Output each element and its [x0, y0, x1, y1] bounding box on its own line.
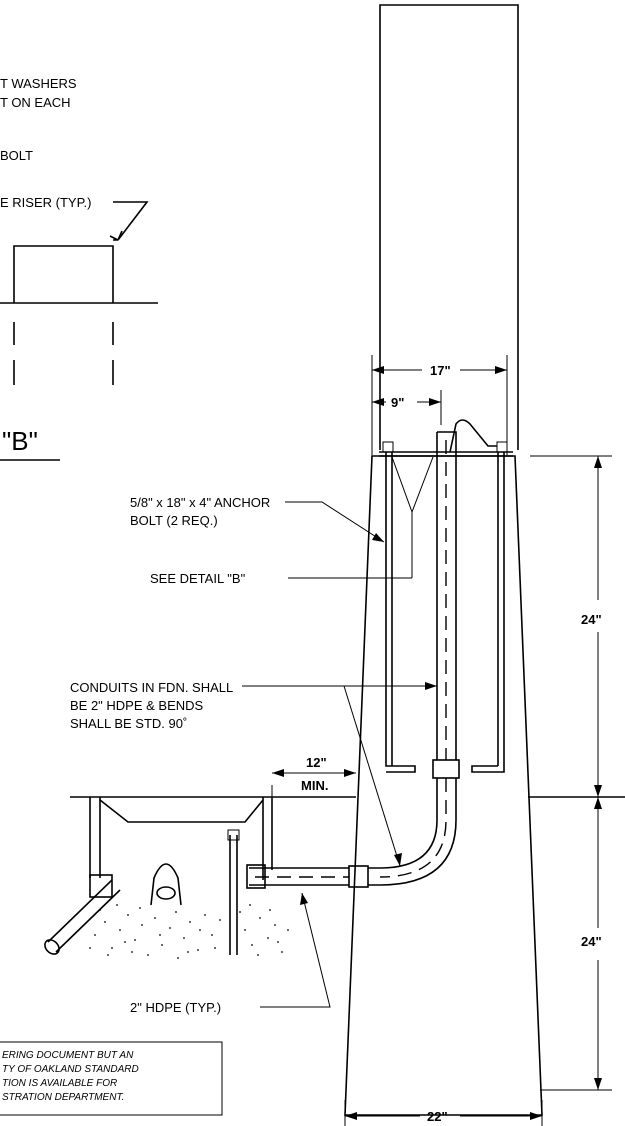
dim-24a-text: 24"	[581, 612, 602, 627]
pull-box-corner	[89, 874, 113, 898]
anchor-label-line1: 5/8" x 18" x 4" ANCHOR	[130, 495, 270, 510]
dimension-top-width: 17"	[371, 355, 508, 455]
anchor-bolt-right-outer	[471, 452, 505, 773]
pull-box-left-wall	[89, 797, 101, 878]
dim-12-text: 12"	[306, 755, 327, 770]
dim-9-arrow-right	[429, 398, 441, 406]
riser-outline	[13, 245, 114, 303]
dim-24b-text: 24"	[581, 934, 602, 949]
dim-9-text: 9"	[391, 395, 404, 410]
dim-12-min-text: MIN.	[301, 778, 328, 793]
washers-label-line1: T WASHERS	[0, 76, 77, 91]
detail-b-fragment: T WASHERS T ON EACH BOLT E RISER (TYP.) …	[0, 76, 158, 461]
ground-rod-clamp	[227, 829, 240, 841]
anchor-bolt-left-outer	[385, 452, 416, 773]
conduit-bend-inner	[368, 778, 438, 869]
riser-leader	[113, 201, 149, 241]
dim-24b-arrow-bottom	[594, 1078, 602, 1090]
washer-hump	[449, 419, 497, 453]
pole-body	[379, 4, 519, 450]
detail-b-title: "B"	[2, 426, 38, 456]
conduits-label-line3: SHALL BE STD. 90˚	[70, 716, 187, 731]
pull-box-hook	[150, 863, 182, 906]
foundation	[344, 419, 543, 1116]
dimension-depths: 24" 24"	[530, 455, 612, 1091]
anchor-nut-right	[496, 441, 508, 453]
note-box	[0, 1041, 223, 1116]
conduits-label-line2: BE 2" HDPE & BENDS	[70, 698, 204, 713]
note-line-2: TY OF OAKLAND STANDARD	[2, 1064, 139, 1075]
conduit	[246, 431, 460, 889]
dim-9-arrow-left	[372, 398, 384, 406]
anchor-nut-left	[382, 441, 394, 453]
conduits-label-line1: CONDUITS IN FDN. SHALL	[70, 680, 233, 695]
dim-24b-arrow-top	[594, 797, 602, 809]
note-line-4: STRATION DEPARTMENT.	[2, 1092, 124, 1103]
dimension-clearance: 12" MIN.	[271, 755, 356, 815]
drain-pipe	[47, 879, 121, 953]
dim-22-arrow-left	[345, 1112, 357, 1120]
hdpe-label: 2" HDPE (TYP.)	[130, 1000, 221, 1015]
riser-label: E RISER (TYP.)	[0, 195, 92, 210]
gravel-bed	[89, 904, 289, 959]
dim-17-text: 17"	[430, 363, 451, 378]
riser-leader-arrow	[109, 230, 123, 241]
conduit-coupling-horizontal	[348, 865, 369, 888]
drain-pipe-end	[44, 939, 60, 955]
conduit-top-right	[437, 431, 457, 760]
detail-b-v	[391, 456, 434, 514]
callouts: 5/8" x 18" x 4" ANCHOR BOLT (2 REQ.) SEE…	[70, 495, 437, 1015]
dimension-base-width: 22"	[344, 1100, 543, 1126]
pull-box	[44, 797, 273, 955]
note-line-1: ERING DOCUMENT BUT AN	[2, 1050, 134, 1061]
hdpe-leader	[260, 892, 331, 1008]
anchor-label-line2: BOLT (2 REQ.)	[130, 513, 218, 528]
anchor-bolts	[385, 452, 505, 773]
conduit-bend-outer	[368, 778, 457, 886]
hdpe-leader-arrow	[300, 893, 308, 905]
conduit-coupling-vertical	[432, 759, 460, 779]
bolt-label: BOLT	[0, 148, 33, 163]
dim-22-arrow-right	[530, 1112, 542, 1120]
note-line-3: TION IS AVAILABLE FOR	[2, 1078, 117, 1089]
dim-24a-arrow-bottom	[594, 785, 602, 797]
dimension-bolt-offset: 9"	[372, 390, 442, 425]
washers-label-line2: T ON EACH	[0, 95, 71, 110]
pull-box-lid	[99, 799, 264, 823]
anchor-leader	[285, 501, 385, 543]
dim-12-arrow-right	[344, 769, 356, 777]
conduits-leader-arrow	[425, 682, 437, 690]
dim-12-arrow-left	[272, 769, 284, 777]
conduits-branch-arrow	[394, 853, 402, 866]
pole-outline	[379, 4, 519, 450]
conduit-end-cap	[246, 864, 266, 889]
dim-17-arrow-left	[372, 366, 384, 374]
conduits-leader-branch	[343, 685, 401, 867]
conduit-bend-centerline	[379, 778, 447, 878]
see-detail-label: SEE DETAIL "B"	[150, 571, 246, 586]
anchor-leader-arrow	[372, 533, 384, 542]
ground-rod	[229, 835, 238, 955]
dim-24a-arrow-top	[594, 456, 602, 468]
pull-box-hook-eye	[156, 886, 176, 900]
disclaimer-note: ERING DOCUMENT BUT AN TY OF OAKLAND STAN…	[0, 1041, 223, 1116]
dim-22-text: 22"	[427, 1109, 448, 1124]
dim-17-arrow-right	[495, 366, 507, 374]
